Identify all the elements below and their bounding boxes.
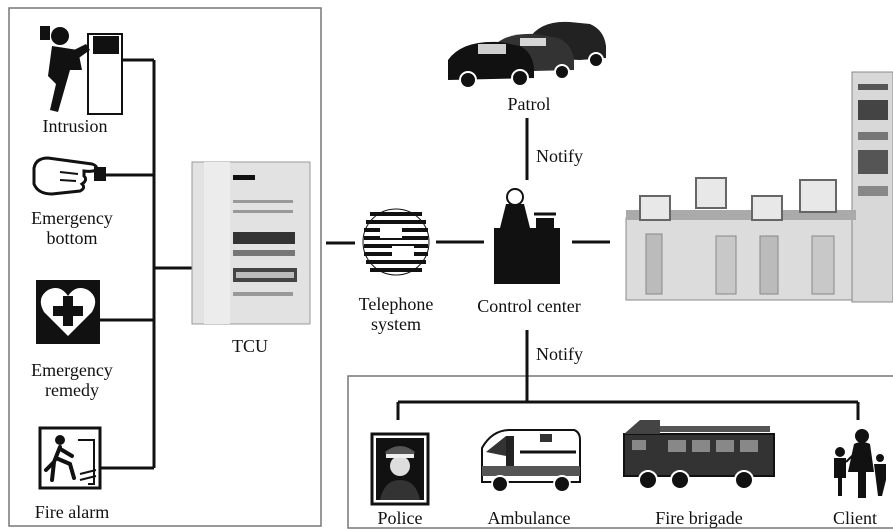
telephone-logo-icon <box>362 208 430 276</box>
computer-workstation-icon <box>625 71 893 303</box>
label-telephone-system: Telephone system <box>346 294 446 334</box>
label-control-center: Control center <box>477 296 581 316</box>
label-emergency-remedy: Emergency remedy <box>12 360 132 400</box>
pointing-hand-icon <box>32 156 106 196</box>
label-fire-brigade: Fire brigade <box>655 508 743 528</box>
heart-cross-icon <box>36 280 100 344</box>
label-intrusion: Intrusion <box>42 116 108 136</box>
label-notify-bottom: Notify <box>536 344 583 364</box>
family-icon <box>834 429 886 498</box>
label-emergency-remedy-line1: Emergency <box>31 360 113 380</box>
responder-panel-frame <box>347 375 893 529</box>
label-emergency-remedy-line2: remedy <box>45 380 99 400</box>
label-patrol: Patrol <box>507 94 551 114</box>
fire-truck-icon <box>623 420 775 490</box>
label-client: Client <box>833 508 877 528</box>
label-ambulance: Ambulance <box>487 508 571 528</box>
patrol-cars-icon <box>448 21 606 89</box>
label-telephone-line2: system <box>370 314 421 334</box>
intrusion-icon <box>40 26 123 115</box>
label-notify-top: Notify <box>536 146 583 166</box>
ambulance-icon <box>481 429 581 493</box>
responder-bracket <box>396 400 860 420</box>
police-officer-icon <box>370 432 430 506</box>
label-emergency-button-line1: Emergency <box>31 208 113 228</box>
label-emergency-button-line2: bottom <box>46 228 98 248</box>
label-emergency-button: Emergency bottom <box>12 208 132 248</box>
label-telephone-line1: Telephone <box>358 294 434 314</box>
label-police: Police <box>377 508 423 528</box>
operator-desk-icon <box>494 188 560 284</box>
label-fire-alarm: Fire alarm <box>34 502 110 522</box>
sensor-panel-frame <box>8 7 322 527</box>
sensor-bracket <box>100 58 192 470</box>
running-man-icon <box>38 426 102 490</box>
label-tcu: TCU <box>232 336 268 356</box>
tcu-device-icon <box>191 161 311 325</box>
